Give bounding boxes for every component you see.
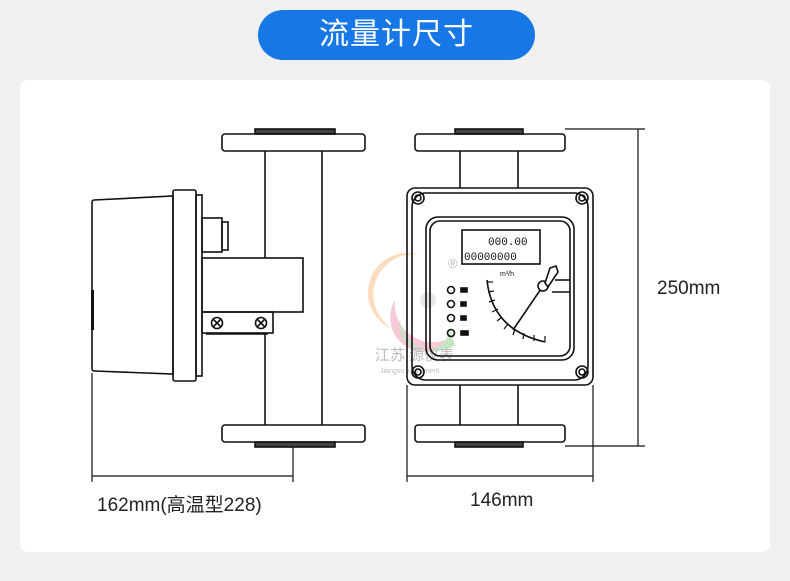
depth-dimension-label: 162mm(高温型228) — [97, 495, 262, 516]
status-leds — [446, 285, 469, 338]
display-rate: 000.00 — [488, 237, 528, 249]
depth-dimension-line — [91, 373, 294, 482]
scale-unit: m³/h — [500, 271, 514, 278]
pointer-head — [544, 264, 559, 289]
screw-icon — [254, 316, 268, 330]
pointer-needle — [512, 282, 546, 331]
watermark-registered-icon: ® — [448, 256, 458, 271]
corner-screw-icon — [575, 365, 589, 379]
width-dimension-label: 146mm — [470, 490, 534, 511]
display-total: 00000000 — [464, 252, 517, 264]
diagram-card — [20, 80, 770, 552]
scale-ticks — [487, 281, 546, 342]
side-view — [91, 128, 366, 448]
page-title: 流量计尺寸 — [258, 10, 535, 60]
height-dimension-label: 250mm — [657, 278, 721, 299]
front-view: 000.00 00000000 m³/h — [406, 128, 594, 448]
width-dimension-line — [406, 385, 594, 482]
screw-icon — [210, 316, 224, 330]
corner-screw-icon — [411, 191, 425, 205]
height-dimension-line — [565, 128, 645, 447]
corner-screw-icon — [411, 365, 425, 379]
scale-arc — [486, 279, 546, 343]
corner-screw-icon — [575, 191, 589, 205]
watermark-subtext: Jiangsu Instrument — [380, 368, 439, 375]
